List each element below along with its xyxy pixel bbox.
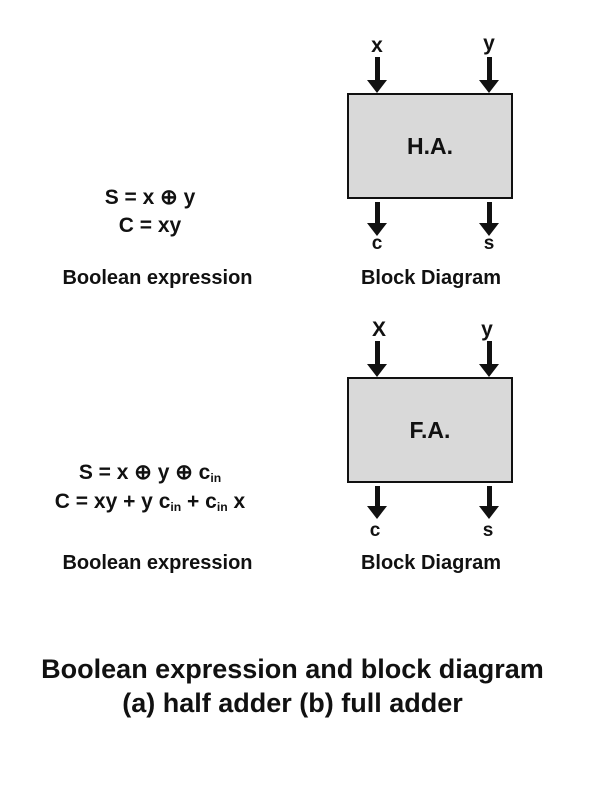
arrow-head (479, 80, 499, 93)
figure-caption-line-1: Boolean expression and block diagram (41, 654, 544, 684)
arrow-down-icon (367, 486, 387, 519)
arrow-shaft (486, 486, 492, 506)
arrow-shaft (486, 341, 492, 364)
arrow-down-icon (367, 57, 387, 93)
full-adder-boolean-expression-caption: Boolean expression (62, 552, 253, 574)
arrow-down-icon (479, 57, 499, 93)
arrow-head (479, 223, 499, 236)
expression-text: C = xy + y c (54, 490, 171, 513)
full-adder-carry-expression: C = xy + y cin + cin x (20, 488, 280, 521)
half-adder-output-c-label: c (371, 233, 383, 254)
full-adder-input-x-label: X (371, 318, 386, 341)
arrow-down-icon (479, 202, 499, 236)
full-adder-block-diagram-caption: Block Diagram (360, 552, 502, 574)
full-adder-output-c-label: c (369, 520, 381, 541)
arrow-shaft (374, 486, 380, 506)
arrow-shaft (486, 57, 492, 80)
arrow-shaft (374, 202, 380, 223)
full-adder-box-label: F.A. (409, 416, 451, 443)
half-adder-output-s-label: s (483, 233, 495, 254)
arrow-shaft (486, 202, 492, 223)
arrow-head (479, 506, 499, 519)
half-adder-sum-expression: S = x ⊕ y (104, 186, 196, 209)
half-adder-boolean-expression-caption: Boolean expression (62, 267, 253, 289)
arrow-shaft (374, 341, 380, 364)
half-adder-block-diagram-caption: Block Diagram (360, 267, 502, 289)
arrow-down-icon (479, 486, 499, 519)
expression-subscript: in (210, 471, 222, 486)
arrow-down-icon (367, 341, 387, 377)
full-adder-input-y-label: y (481, 318, 493, 341)
expression-text: + c (181, 490, 217, 513)
arrow-shaft (374, 57, 380, 80)
half-adder-box: H.A. (347, 93, 513, 199)
expression-subscript: in (216, 500, 228, 515)
arrow-down-icon (367, 202, 387, 236)
expression-text: S = x ⊕ y ⊕ c (78, 461, 211, 484)
full-adder-box: F.A. (347, 377, 513, 483)
arrow-head (367, 223, 387, 236)
arrow-head (367, 364, 387, 377)
arrow-head (367, 80, 387, 93)
expression-text: x (227, 490, 246, 513)
expression-subscript: in (170, 500, 182, 515)
full-adder-output-s-label: s (482, 520, 494, 541)
arrow-head (367, 506, 387, 519)
half-adder-input-y-label: y (483, 32, 495, 55)
arrow-head (479, 364, 499, 377)
half-adder-input-x-label: x (371, 34, 383, 57)
arrow-down-icon (479, 341, 499, 377)
figure-caption-line-2: (a) half adder (b) full adder (122, 688, 463, 718)
full-adder-sum-expression: S = x ⊕ y ⊕ cin (25, 459, 275, 492)
half-adder-box-label: H.A. (407, 132, 453, 159)
half-adder-carry-expression: C = xy (118, 214, 182, 237)
